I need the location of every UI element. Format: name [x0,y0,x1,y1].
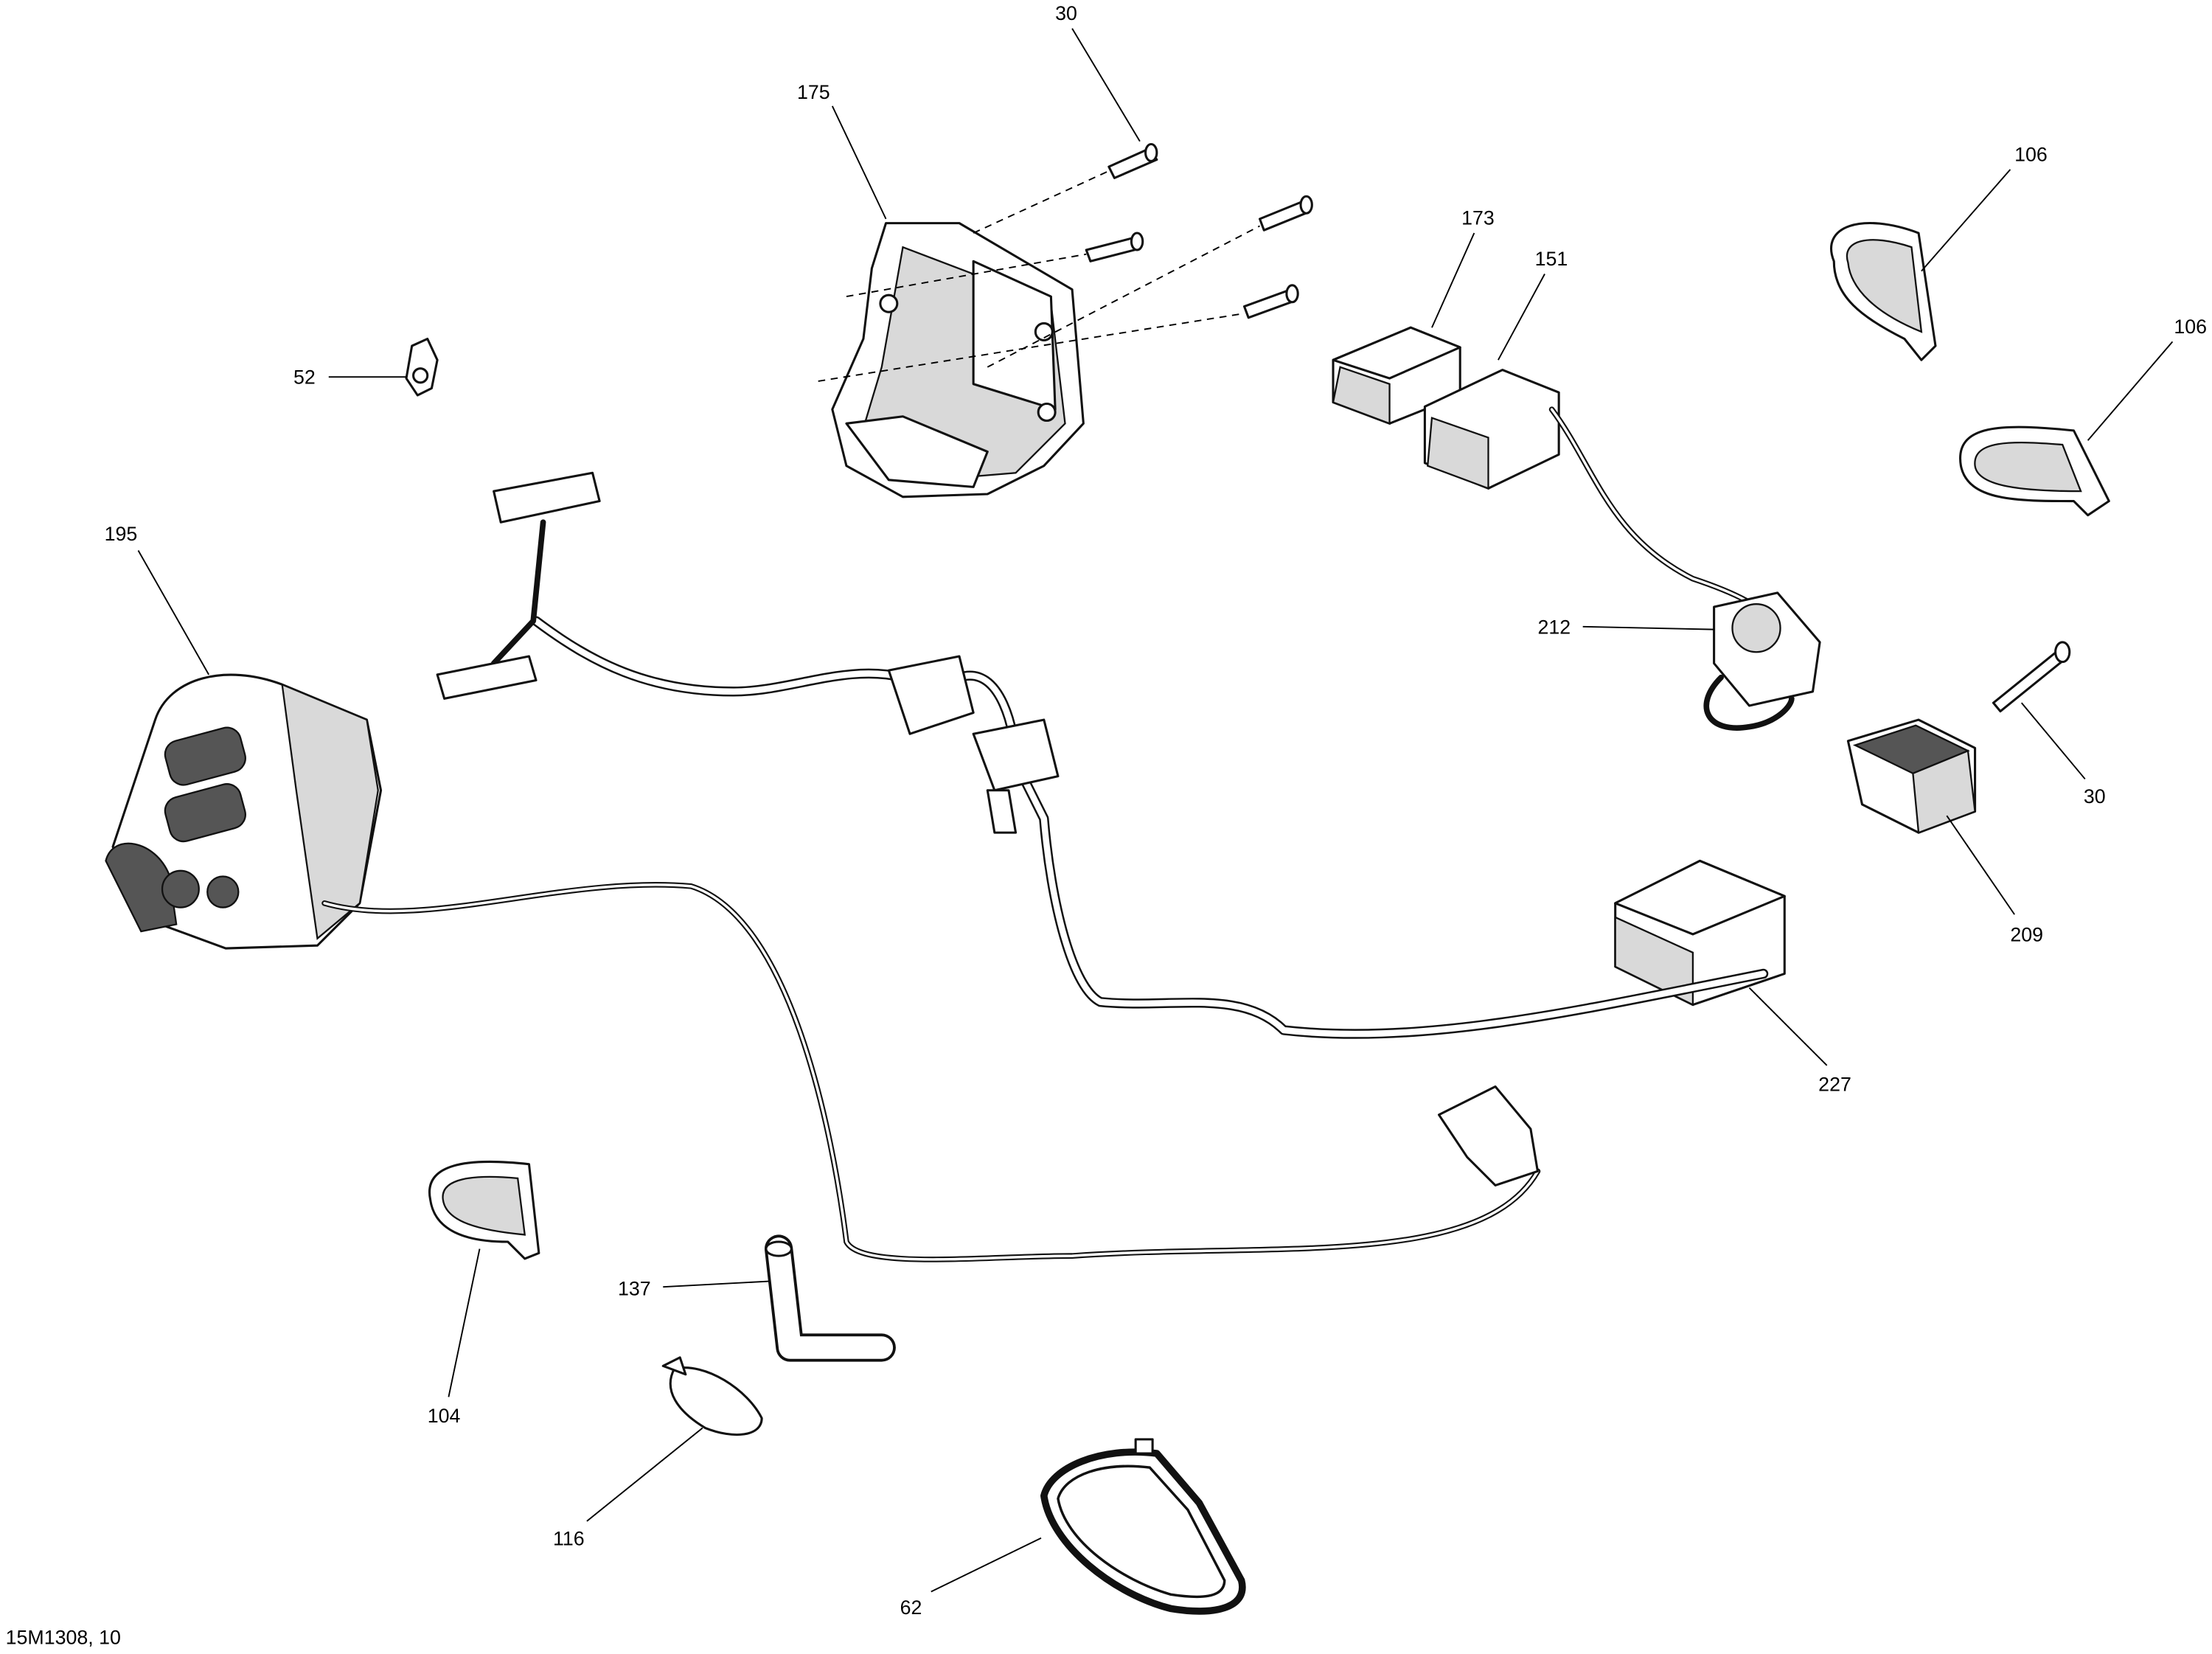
connector-173 [1332,326,1461,425]
screws-30 [818,142,1313,382]
ring-116 [661,1356,763,1436]
ring-62 [1040,1438,1246,1615]
callout-173: 173 [1461,207,1495,229]
housing-cover-175 [831,222,1085,498]
clip-106-top [1830,222,1937,361]
callout-104: 104 [428,1405,461,1427]
tube-137 [764,1234,896,1362]
callout-30-top: 30 [1055,2,1077,24]
clip-106-bottom [1959,425,2110,517]
callout-209: 209 [2010,923,2043,945]
module-227 [1614,859,1786,1007]
callout-116: 116 [553,1527,585,1549]
callout-175: 175 [797,81,830,103]
callout-106-right: 106 [2174,316,2207,338]
figure-id: 15M1308, 10 [6,1626,121,1648]
callout-227: 227 [1818,1073,1851,1095]
connector-151 [1423,369,1773,624]
clip-104 [428,1160,540,1260]
callout-30-right: 30 [2084,785,2106,807]
callout-212: 212 [1537,616,1571,638]
grip-209 [1846,718,1977,834]
callout-52: 52 [293,366,316,389]
callout-195: 195 [105,523,138,545]
callout-62: 62 [900,1596,922,1619]
callout-106-top: 106 [2014,143,2048,165]
leader-lines [137,28,2174,1593]
clip-52 [405,337,439,397]
wire-harness [436,471,1769,1039]
callout-137: 137 [618,1278,651,1300]
switch-212 [1703,591,1821,731]
pin-30 [1992,641,2071,713]
callout-151: 151 [1535,248,1568,270]
switch-housing-195 [105,673,1541,1262]
callouts: 30 175 52 173 151 106 106 195 212 30 209… [6,2,2207,1648]
